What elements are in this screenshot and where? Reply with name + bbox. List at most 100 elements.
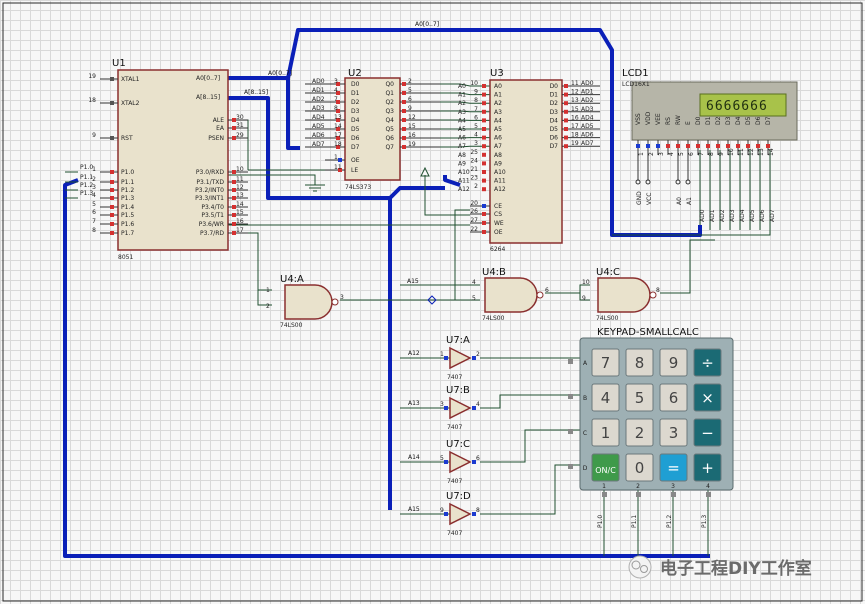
keypad-row-marker — [568, 394, 573, 399]
key-5[interactable]: 5 — [626, 384, 653, 411]
u3-pin-num: 18 — [571, 132, 579, 139]
u7-body — [450, 398, 470, 418]
lcd-terminal — [686, 180, 690, 184]
u3-pin-num: 2 — [474, 183, 478, 190]
u1-pin-num: 14 — [236, 201, 244, 208]
lcd-pin-num: 1 — [638, 152, 645, 156]
key-6[interactable]: 6 — [660, 384, 687, 411]
u2-pin-name: Q3 — [385, 108, 394, 115]
key-label: 7 — [601, 354, 611, 372]
u2-pin-num: 18 — [334, 141, 342, 148]
u3-pin-name: D6 — [550, 135, 559, 142]
u1-pin-num: 11 — [236, 176, 244, 183]
lcd-pin-name: D1 — [705, 116, 712, 125]
key-on-clear[interactable]: ON/C — [592, 454, 619, 481]
key-label: ÷ — [701, 354, 714, 372]
u7-ref: U7:B — [446, 385, 470, 396]
u3-pin-19-marker — [564, 144, 568, 148]
lcd-pin-8-marker — [706, 144, 710, 148]
key-×[interactable]: × — [694, 384, 721, 411]
lcd-power-label: A0 — [676, 197, 683, 205]
u3-in-label: A1 — [458, 92, 466, 99]
u2-pin-num: 9 — [408, 105, 412, 112]
key-label: 5 — [635, 389, 645, 407]
key-3[interactable]: 3 — [660, 419, 687, 446]
u1-pin-name: P1.2 — [121, 187, 134, 194]
u3-in-label: A10 — [458, 169, 470, 176]
u1-pin-name: P1.5 — [121, 212, 134, 219]
u1-pin-name: P1.7 — [121, 230, 134, 237]
u3-pin-11-marker — [564, 84, 568, 88]
u3-pin-name: A5 — [494, 126, 502, 133]
key-label: 3 — [669, 424, 679, 442]
u3-pin-num: 21 — [470, 166, 478, 173]
u4a-body — [285, 285, 332, 319]
u3-in-label: A0 — [458, 83, 466, 90]
key-2[interactable]: 2 — [626, 419, 653, 446]
cs-arrow — [421, 168, 429, 176]
u3-pin-18-marker — [564, 136, 568, 140]
u2-pin-9-marker — [402, 109, 406, 113]
u2-pin-name: D0 — [351, 81, 360, 88]
u7-body — [450, 504, 470, 524]
lcd-pin-num: 5 — [678, 152, 685, 156]
key-−[interactable]: − — [694, 419, 721, 446]
u1-pin-num: 19 — [88, 73, 96, 80]
u2-pin-num: 8 — [334, 105, 338, 112]
keypad-col-num: 1 — [602, 483, 606, 490]
keypad-col-label: P1.0 — [597, 515, 604, 528]
u7-in-marker — [444, 460, 448, 464]
keypad-row-label: D — [583, 465, 588, 472]
key-+[interactable]: + — [694, 454, 721, 481]
lcd-part: LCD16X1 — [622, 81, 650, 88]
u3-pin-15-marker — [564, 110, 568, 114]
key-label: ON/C — [595, 466, 616, 475]
u3-pin-num: 8 — [474, 97, 478, 104]
u4a-gate[interactable]: U4:A 74LS00 1 2 3 — [266, 274, 344, 329]
u3-pin-num: 22 — [470, 226, 478, 233]
u3-out-label: AD7 — [581, 140, 594, 147]
wire-u7c-out — [480, 430, 585, 462]
lcd-pin-1-marker — [636, 144, 640, 148]
key-8[interactable]: 8 — [626, 349, 653, 376]
u4c-body — [598, 278, 650, 312]
u2-pin-num: 3 — [334, 78, 338, 85]
u3-in-label: A7 — [458, 143, 466, 150]
u1-pin-num: 17 — [236, 227, 244, 234]
lcd-pin-num: 13 — [758, 148, 765, 156]
u7-in-pin: 5 — [440, 455, 444, 462]
u3-pin-name: A8 — [494, 152, 502, 159]
u1-pin-name: P3.3/INT1 — [195, 195, 224, 202]
u4a-part: 74LS00 — [280, 322, 303, 329]
key-1[interactable]: 1 — [592, 419, 619, 446]
u3-out-label: AD5 — [581, 123, 594, 130]
u2-pin-1-marker — [338, 158, 342, 162]
key-÷[interactable]: ÷ — [694, 349, 721, 376]
u1-pin-3-marker — [110, 188, 114, 192]
key-4[interactable]: 4 — [592, 384, 619, 411]
u2-pin-num: 15 — [408, 123, 416, 130]
lcd-data-label: AD1 — [709, 209, 716, 222]
u7-part: 7407 — [447, 374, 462, 381]
u3-pin-name: CS — [494, 211, 502, 218]
key-label: 2 — [635, 424, 645, 442]
u7-out-pin: 8 — [476, 507, 480, 514]
u1-pin-num: 6 — [92, 209, 96, 216]
wire-u4b-out — [545, 285, 590, 293]
keypad-row-marker — [568, 429, 573, 434]
u4c-pin10: 10 — [582, 279, 590, 286]
key-7[interactable]: 7 — [592, 349, 619, 376]
u1-pin-num: 13 — [236, 192, 244, 199]
key-=[interactable]: = — [660, 454, 687, 481]
key-0[interactable]: 0 — [626, 454, 653, 481]
key-9[interactable]: 9 — [660, 349, 687, 376]
u4b-gate[interactable]: U4:B 74LS00 4 5 6 A15 — [407, 267, 549, 322]
u2-pin-num: 5 — [408, 87, 412, 94]
u1-pin-name: EA — [216, 125, 225, 132]
watermark: 电子工程DIY工作室 — [629, 556, 812, 579]
u3-pin-marker — [482, 127, 486, 131]
u4c-gate[interactable]: U4:C 74LS00 10 9 8 — [582, 267, 660, 322]
u1-pin-name: ALE — [213, 117, 224, 124]
